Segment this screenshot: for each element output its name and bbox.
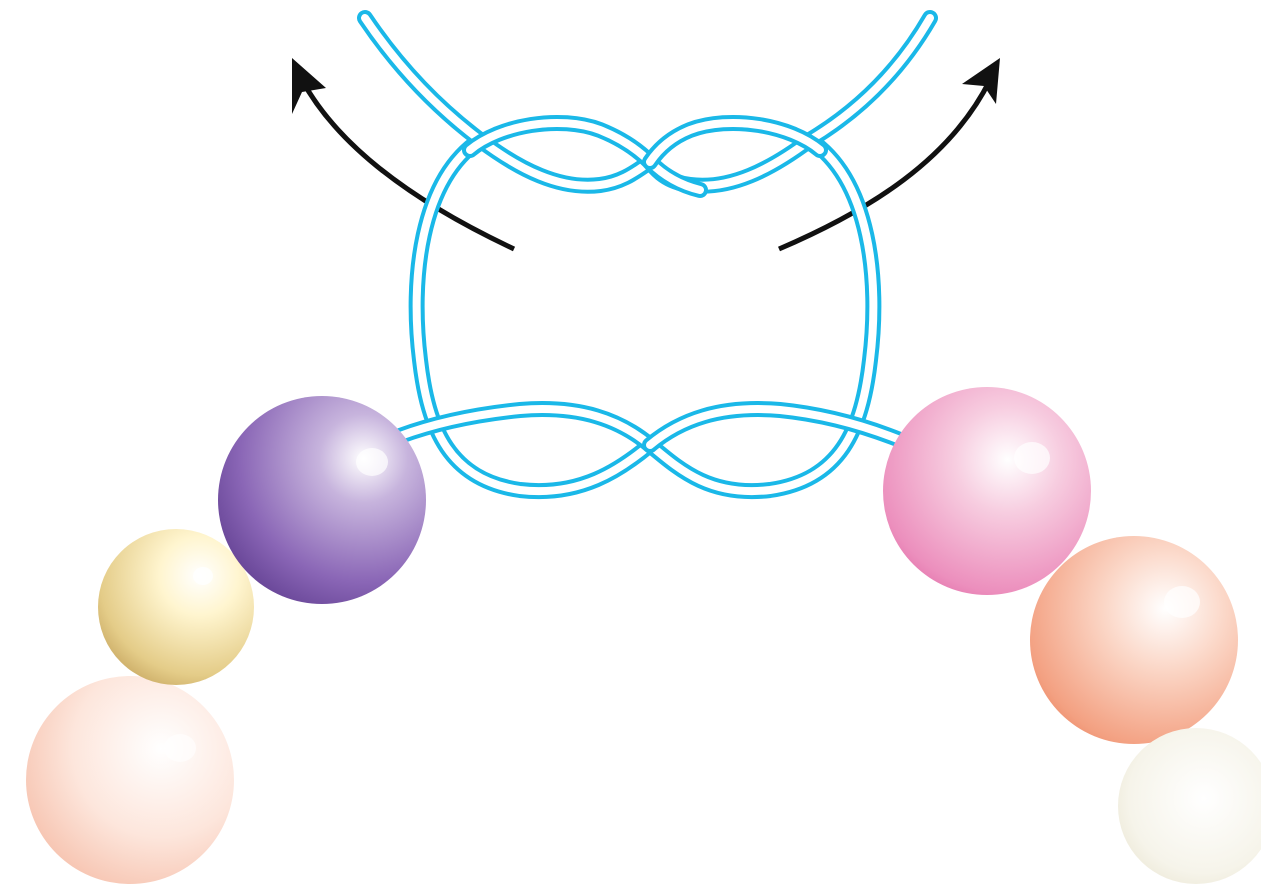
bead-gold-highlight: [193, 567, 213, 585]
bead-cream: [1118, 728, 1261, 884]
bead-pink: [883, 387, 1091, 595]
right-pull-arrow: [778, 78, 993, 252]
bead-peach: [26, 676, 234, 884]
bead-pink-highlight: [1014, 442, 1050, 474]
left-arrowhead-icon: [292, 58, 326, 114]
cord-under: [392, 132, 908, 500]
beads: [26, 387, 1261, 884]
bead-coral-highlight: [1164, 586, 1200, 618]
bead-purple-highlight: [356, 448, 388, 476]
arrows: [292, 58, 1000, 252]
bead-peach-highlight: [164, 734, 196, 762]
left-pull-arrow: [299, 78, 516, 252]
right-arrowhead-icon: [962, 58, 1000, 104]
cord-top: [357, 10, 938, 198]
cord: [357, 10, 938, 500]
bead-gold: [98, 529, 254, 685]
bead-coral: [1030, 536, 1238, 744]
bead-purple: [218, 396, 426, 604]
